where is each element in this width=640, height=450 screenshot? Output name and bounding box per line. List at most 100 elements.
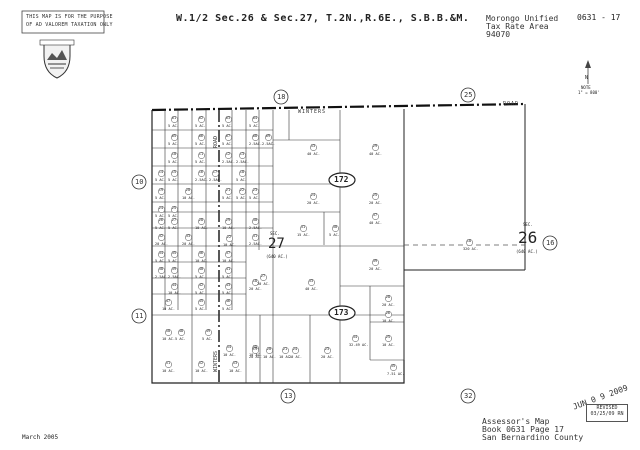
parcel-number[interactable]: 05: [171, 134, 177, 138]
revised-line1: REVISED: [596, 405, 618, 411]
parcel-number[interactable]: 08: [252, 134, 258, 138]
parcel-number[interactable]: 39: [372, 259, 378, 263]
parcel-number[interactable]: 31: [300, 225, 306, 229]
parcel-number[interactable]: 29: [372, 144, 378, 148]
parcel-number[interactable]: 14: [158, 170, 164, 174]
parcel-number[interactable]: 25: [372, 193, 378, 197]
adjacent-page-right[interactable]: 16: [546, 239, 555, 247]
adjacent-page-bottom-right[interactable]: 32: [464, 392, 473, 400]
parcel-number[interactable]: 18: [252, 279, 258, 283]
parcel-number[interactable]: 23: [324, 347, 330, 351]
parcel-number[interactable]: 26: [385, 311, 391, 315]
parcel-number[interactable]: 24: [158, 206, 164, 210]
parcel-number[interactable]: 30: [252, 218, 258, 222]
parcel-number[interactable]: 40: [198, 267, 204, 271]
parcel-number[interactable]: 22: [226, 235, 232, 239]
parcel-number[interactable]: 53: [232, 361, 238, 365]
parcel-number[interactable]: 37: [372, 213, 378, 217]
parcel-number[interactable]: 28: [198, 218, 204, 222]
parcel-number[interactable]: 53: [310, 144, 316, 148]
parcel-number[interactable]: 26: [158, 218, 164, 222]
parcel-number[interactable]: 09: [265, 134, 271, 138]
parcel-marker: [165, 299, 172, 306]
parcel-number[interactable]: 02: [198, 116, 204, 120]
parcel-number[interactable]: 24: [292, 347, 298, 351]
parcel-number[interactable]: 21: [282, 347, 288, 351]
parcel-number[interactable]: 11: [198, 152, 204, 156]
parcel-number[interactable]: 41: [225, 267, 231, 271]
parcel-number[interactable]: 44: [171, 283, 177, 287]
road-label-winters-top: WINTERS: [298, 109, 327, 115]
parcel-number[interactable]: 25: [171, 206, 177, 210]
parcel-number[interactable]: 28: [385, 295, 391, 299]
parcel-number[interactable]: 36: [198, 251, 204, 255]
parcel-number[interactable]: 47: [165, 299, 171, 303]
parcel-number[interactable]: 33: [185, 234, 191, 238]
parcel-number[interactable]: 10: [171, 152, 177, 156]
parcel-number[interactable]: 49: [205, 329, 211, 333]
parcel-number[interactable]: 33: [308, 279, 314, 283]
parcel-number[interactable]: 13: [239, 152, 245, 156]
parcel-number[interactable]: 01: [171, 116, 177, 120]
parcel-number[interactable]: 23: [252, 188, 258, 192]
parcel-number[interactable]: 20: [185, 188, 191, 192]
parcel-number[interactable]: 51: [165, 361, 171, 365]
parcel-number[interactable]: 27: [171, 218, 177, 222]
parcel-number[interactable]: 45: [198, 299, 204, 303]
parcel-number[interactable]: 06: [198, 134, 204, 138]
adjacent-page-bottom-left[interactable]: 13: [284, 392, 293, 400]
parcel-number[interactable]: 19: [158, 188, 164, 192]
parcel-number[interactable]: 12: [225, 152, 231, 156]
parcel-number[interactable]: 48: [178, 329, 184, 333]
parcel-number[interactable]: 38: [158, 267, 164, 271]
parcel-number[interactable]: 25: [385, 335, 391, 339]
parcel-number[interactable]: 31: [252, 234, 258, 238]
parcel-number[interactable]: 20: [266, 347, 272, 351]
parcel-number[interactable]: 07: [225, 134, 231, 138]
adjacent-page-left-bottom[interactable]: 11: [135, 312, 144, 320]
parcel-number[interactable]: 24: [310, 193, 316, 197]
parcel-number[interactable]: 22: [239, 188, 245, 192]
parcel-number[interactable]: 43: [225, 283, 231, 287]
parcel-number[interactable]: 30: [332, 225, 338, 229]
parcel-marker: [252, 188, 259, 195]
parcel-number[interactable]: 39: [171, 267, 177, 271]
parcel-number[interactable]: 18: [466, 239, 472, 243]
parcel-number[interactable]: 46: [225, 299, 231, 303]
parcel-number[interactable]: 03: [225, 116, 231, 120]
parcel-acreage: 5 AC.: [222, 275, 233, 279]
parcel-number[interactable]: 52: [198, 361, 204, 365]
page-number-172[interactable]: 172: [334, 175, 349, 184]
adjacent-page-circles: [131, 87, 558, 404]
parcel-acreage: 20 AC.: [289, 355, 302, 359]
parcel-number[interactable]: 21: [225, 188, 231, 192]
parcel-number[interactable]: 15: [171, 170, 177, 174]
parcel-number[interactable]: 34: [352, 335, 358, 339]
county-seal-logo: [39, 39, 75, 79]
parcel-number[interactable]: 35: [390, 364, 396, 368]
parcel-number[interactable]: 35: [171, 251, 177, 255]
parcel-number[interactable]: 29: [225, 218, 231, 222]
parcel-number[interactable]: 04: [252, 116, 258, 120]
parcel-number[interactable]: 54: [226, 345, 232, 349]
parcel-marker: [292, 347, 299, 354]
parcel-acreage: 2.5AC.: [236, 160, 249, 164]
page-number-173[interactable]: 173: [334, 308, 349, 317]
parcel-acreage: 40 AC.: [305, 287, 318, 291]
parcel-number[interactable]: 27: [260, 274, 266, 278]
parcel-number[interactable]: 34: [158, 251, 164, 255]
parcel-number[interactable]: 19: [252, 347, 258, 351]
adjacent-page-top-left[interactable]: 18: [277, 93, 286, 101]
adjacent-page-top-right[interactable]: 25: [464, 91, 473, 99]
parcel-number[interactable]: 37: [225, 251, 231, 255]
parcel-number[interactable]: 18: [239, 170, 245, 174]
parcel-number[interactable]: 17: [212, 170, 218, 174]
parcel-number[interactable]: 16: [198, 170, 204, 174]
adjacent-page-left-top[interactable]: 10: [135, 178, 144, 186]
parcel-acreage: 5 AC.: [168, 178, 179, 182]
parcel-marker: [171, 218, 178, 225]
parcel-number[interactable]: 55: [252, 345, 258, 349]
parcel-number[interactable]: 32: [158, 234, 164, 238]
parcel-number[interactable]: 42: [198, 283, 204, 287]
parcel-number[interactable]: 50: [165, 329, 171, 333]
